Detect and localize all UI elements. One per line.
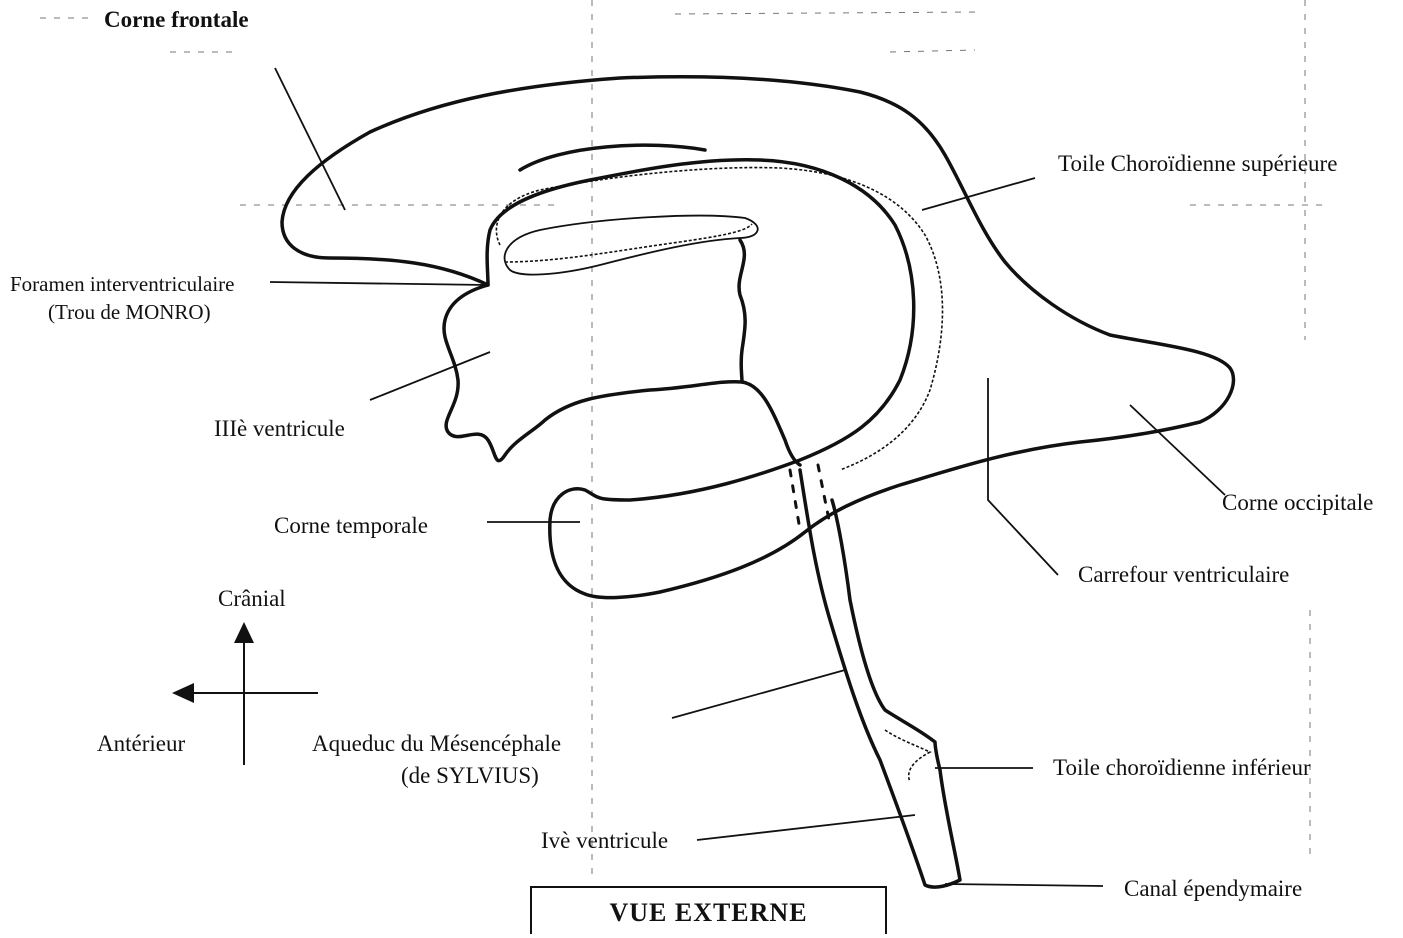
label-carrefour-ventriculaire: Carrefour ventriculaire bbox=[1078, 561, 1289, 589]
choroid-ribbon bbox=[496, 168, 942, 470]
label-corne-frontale: Corne frontale bbox=[104, 6, 249, 34]
fourth-ventricle-choroid bbox=[885, 730, 930, 782]
orientation-arrows bbox=[172, 622, 318, 765]
label-toile-choroidienne-superieure: Toile Choroïdienne supérieure bbox=[1058, 150, 1337, 178]
choroid-ribbon-edge bbox=[505, 216, 758, 275]
label-cranial: Crânial bbox=[218, 585, 286, 613]
label-quatrieme-ventricule: Ivè ventricule bbox=[541, 827, 668, 855]
arrow-left-icon bbox=[172, 683, 194, 703]
label-corne-occipitale: Corne occipitale bbox=[1222, 489, 1373, 517]
label-canal-ependymaire: Canal épendymaire bbox=[1124, 875, 1302, 903]
label-aqueduc-line1: Aqueduc du Mésencéphale bbox=[312, 730, 561, 758]
aqueduct-and-fourth-ventricle bbox=[800, 470, 960, 887]
label-anterieur: Antérieur bbox=[97, 730, 185, 758]
third-ventricle-right-wall bbox=[739, 240, 745, 382]
label-corne-temporale: Corne temporale bbox=[274, 512, 428, 540]
label-foramen-line2: (Trou de MONRO) bbox=[48, 298, 211, 326]
label-toile-choroidienne-inferieur: Toile choroïdienne inférieur bbox=[1053, 754, 1311, 782]
arrow-up-icon bbox=[234, 622, 254, 643]
third-ventricle-outline bbox=[444, 285, 800, 465]
label-troisieme-ventricule: IIIè ventricule bbox=[214, 415, 345, 443]
view-title: VUE EXTERNE bbox=[530, 886, 887, 934]
label-aqueduc-line2: (de SYLVIUS) bbox=[401, 762, 539, 790]
label-foramen-line1: Foramen interventriculaire bbox=[10, 270, 235, 298]
